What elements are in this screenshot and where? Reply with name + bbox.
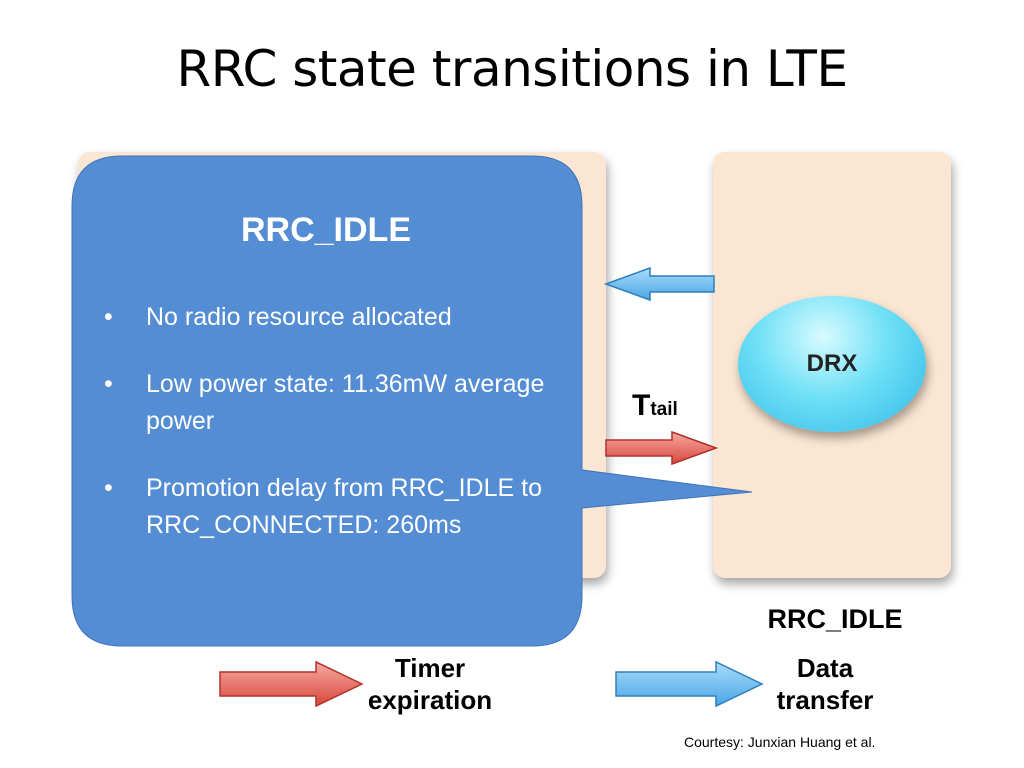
legend-timer-arrow	[219, 660, 364, 708]
legend-timer-line1: Timer	[394, 653, 466, 683]
list-item: • Promotion delay from RRC_IDLE to RRC_CO…	[104, 470, 574, 544]
legend-timer-line2: expiration	[367, 685, 493, 715]
courtesy-note: Courtesy: Junxian Huang et al.	[684, 734, 876, 750]
drx-state: DRX	[738, 296, 926, 432]
legend-timer-expiration: Timer expiration	[355, 652, 505, 716]
page-title: RRC state transitions in LTE	[176, 40, 848, 98]
callout-bullet-list: • No radio resource allocated • Low power …	[104, 299, 574, 574]
t-tail-sub: tail	[650, 399, 678, 420]
data-transfer-arrow	[604, 266, 715, 302]
legend-data-transfer: Data transfer	[755, 652, 895, 716]
t-tail-main: T	[632, 389, 651, 422]
list-item-text: No radio resource allocated	[146, 303, 452, 331]
list-item: • Low power state: 11.36mW average power	[104, 366, 574, 440]
legend-data-arrow	[615, 660, 764, 708]
drx-label: DRX	[806, 350, 858, 377]
rrc-idle-state-label: RRC_IDLE	[767, 604, 903, 634]
timer-expiration-arrow	[605, 430, 718, 466]
list-item-text: Low power state: 11.36mW average power	[146, 370, 545, 435]
legend-data-line2: transfer	[776, 685, 874, 715]
bullet-icon: •	[104, 370, 113, 398]
legend-data-line1: Data	[796, 653, 854, 683]
bullet-icon: •	[104, 474, 113, 502]
bullet-icon: •	[104, 303, 113, 331]
callout-title: RRC_IDLE	[240, 211, 412, 249]
list-item: • No radio resource allocated	[104, 299, 574, 336]
list-item-text: Promotion delay from RRC_IDLE to RRC_CON…	[146, 474, 542, 539]
t-tail-label: Ttail	[632, 389, 678, 423]
